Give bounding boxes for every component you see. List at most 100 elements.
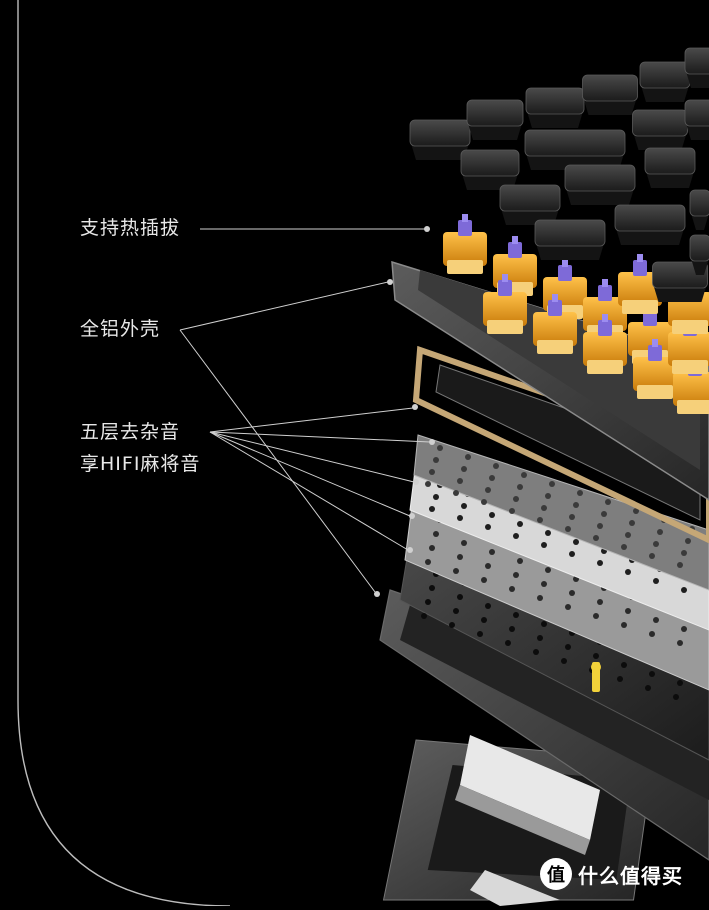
switch-stem (548, 300, 562, 316)
weight-bar-shadow (455, 785, 590, 855)
plate-hole (429, 545, 435, 551)
plate-hole (649, 631, 655, 637)
plate-hole (509, 586, 515, 592)
switch (618, 254, 662, 314)
plate-hole (437, 445, 443, 451)
plate-hole (677, 680, 683, 686)
label-sound-layers-line1: 五层去杂音 (80, 421, 181, 443)
switch-stem (498, 280, 512, 296)
plate-hole (457, 478, 463, 484)
plate-hole (465, 454, 471, 460)
plate-hole (433, 457, 439, 463)
switch-stem (598, 285, 612, 301)
plate-hole (577, 490, 583, 496)
keycap (525, 87, 585, 128)
plate-hole (485, 487, 491, 493)
plate-hole (681, 626, 687, 632)
plate-hole (429, 506, 435, 512)
keycap (684, 47, 709, 88)
plate-hole (537, 517, 543, 523)
plate-hole (513, 612, 519, 618)
leader-lines (179, 226, 435, 597)
plate-hole (633, 508, 639, 514)
label-hot-swap: 支持热插拔 (80, 217, 181, 239)
plate-hole (461, 540, 467, 546)
plate-hole (629, 520, 635, 526)
plate-hole (653, 617, 659, 623)
plate-hole (657, 529, 663, 535)
plate-hole (625, 532, 631, 538)
switch-stem (458, 220, 472, 236)
plate-hole (593, 653, 599, 659)
plate-hole (573, 502, 579, 508)
plate-hole (513, 533, 519, 539)
plate-hole (541, 581, 547, 587)
plate-hole (481, 577, 487, 583)
switch-stem (558, 265, 572, 281)
plate-hole (517, 484, 523, 490)
plate-hole (549, 481, 555, 487)
plate-hole (653, 578, 659, 584)
plate-hole (685, 538, 691, 544)
switch (583, 314, 627, 374)
keycap (632, 109, 688, 150)
watermark-text: 什么值得买 (578, 863, 683, 888)
plate-hole (429, 469, 435, 475)
plate-hole (425, 599, 431, 605)
plate-hole (433, 494, 439, 500)
plate-hole (569, 551, 575, 557)
plate-hole (457, 594, 463, 600)
plate-hole (485, 563, 491, 569)
plate-hole (545, 567, 551, 573)
plate-hole (569, 590, 575, 596)
keycap (582, 74, 638, 115)
plate-hole (481, 617, 487, 623)
plate-hole (513, 572, 519, 578)
plate-hole (453, 568, 459, 574)
plate-hole (541, 621, 547, 627)
plate-hole (573, 539, 579, 545)
switch-stem (648, 345, 662, 361)
plate-hole (681, 587, 687, 593)
plate-hole (601, 511, 607, 517)
plate-hole (649, 553, 655, 559)
keycap (564, 164, 636, 205)
switch (533, 294, 577, 354)
plate-layer-1 (413, 434, 709, 591)
switch (443, 214, 487, 274)
plate-hole (673, 694, 679, 700)
plate-hole (477, 631, 483, 637)
plate-hole (489, 475, 495, 481)
plate-hole (509, 626, 515, 632)
plate-hole (485, 603, 491, 609)
plate-hole (509, 508, 515, 514)
keycap-array (409, 47, 709, 302)
plate-hole (457, 554, 463, 560)
switch (668, 314, 709, 374)
plate-hole (485, 524, 491, 530)
keycap (689, 234, 709, 275)
plate-hole (425, 481, 431, 487)
switch (633, 339, 677, 399)
keycap (689, 189, 709, 230)
keycap (524, 129, 626, 170)
plate-hole (493, 463, 499, 469)
keycap (534, 219, 606, 260)
plate-hole (517, 558, 523, 564)
plate-hole (597, 599, 603, 605)
plate-hole (457, 515, 463, 521)
plate-hole (597, 523, 603, 529)
plate-hole (565, 644, 571, 650)
plate-hole (677, 640, 683, 646)
plate-hole (453, 490, 459, 496)
keycap (644, 147, 696, 188)
switch-array (443, 214, 709, 414)
switch (483, 274, 527, 334)
plate-hole (461, 503, 467, 509)
plate-hole (545, 530, 551, 536)
keycap (466, 99, 524, 140)
plate-hole (489, 549, 495, 555)
plate-hole (421, 613, 427, 619)
